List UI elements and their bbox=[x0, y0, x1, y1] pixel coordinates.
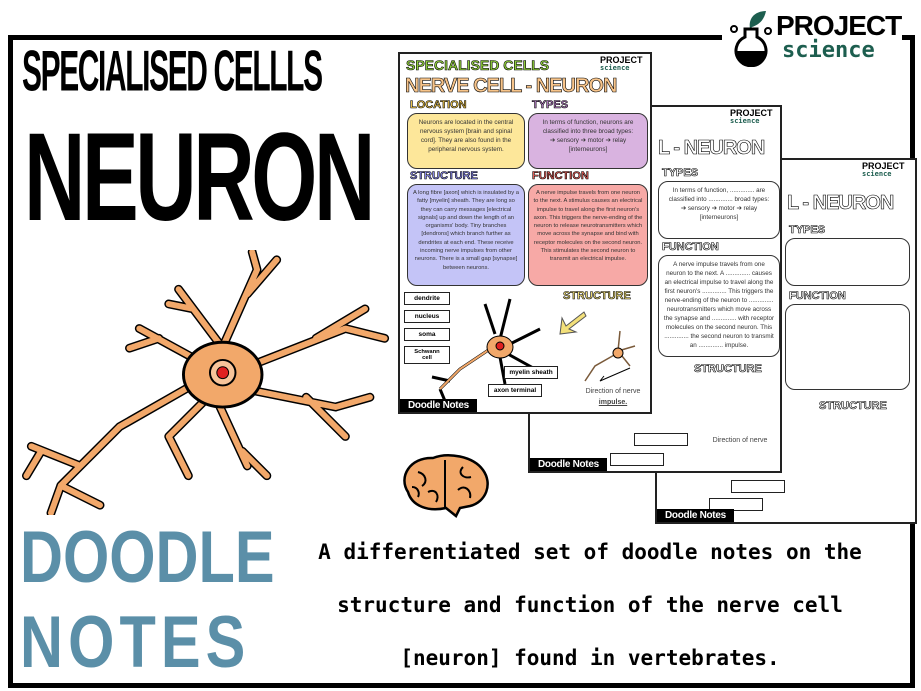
page2-types-heading: TYPES bbox=[662, 167, 699, 180]
page3-title: L - NEURON bbox=[787, 192, 895, 215]
types-list: ➔ sensory ➔ motor ➔ relay [interneurons] bbox=[549, 137, 627, 153]
small-neuron-icon bbox=[584, 330, 636, 382]
page2-structure-heading: STRUCTURE bbox=[694, 363, 762, 376]
page2-types-text: In terms of function, .............. are… bbox=[668, 187, 770, 203]
structure-text: A long fibre [axon] which is insulated b… bbox=[412, 190, 520, 271]
blank-label bbox=[731, 480, 785, 493]
neuron-diagram bbox=[431, 298, 541, 402]
impulse-text: impulse. bbox=[598, 399, 628, 406]
notes-text: NOTES bbox=[20, 601, 251, 683]
page1-footer: Doodle Notes bbox=[400, 399, 477, 412]
function-box: A nerve impulse travels from one neuron … bbox=[528, 184, 648, 286]
location-heading: LOCATION bbox=[410, 99, 467, 112]
types-heading: TYPES bbox=[532, 99, 569, 112]
structure-heading: STRUCTURE bbox=[410, 170, 478, 183]
page2-function-text: A nerve impulse travels from one neuron … bbox=[663, 261, 775, 349]
description-line3: [neuron] found in vertebrates. bbox=[400, 646, 780, 670]
logo-subtext: science bbox=[782, 38, 875, 63]
function-text: A nerve impulse travels from one neuron … bbox=[533, 190, 643, 263]
brain-icon bbox=[403, 454, 489, 518]
types-text: In terms of function, neurons are classi… bbox=[542, 119, 634, 135]
direction-text: Direction of nerve bbox=[585, 388, 641, 395]
title-line2: NEURON bbox=[24, 107, 375, 248]
page2-direction-text: Direction of nerve bbox=[712, 437, 768, 444]
structure-diagram-heading: STRUCTURE bbox=[563, 290, 631, 303]
doodle-text: DOODLE bbox=[20, 516, 275, 598]
location-box: Neurons are located in the central nervo… bbox=[407, 113, 525, 169]
page3-function-box bbox=[785, 304, 910, 390]
description-line1: A differentiated set of doodle notes on … bbox=[318, 540, 862, 564]
function-heading: FUNCTION bbox=[532, 170, 589, 183]
page3-structure-heading: STRUCTURE bbox=[819, 400, 887, 413]
label-myelin-sheath: myelin sheath bbox=[504, 366, 558, 379]
location-text: Neurons are located in the central nervo… bbox=[418, 119, 514, 153]
blank-label bbox=[610, 453, 664, 466]
neuron-illustration bbox=[22, 250, 390, 515]
page2-function-heading: FUNCTION bbox=[662, 241, 719, 254]
logo-text: PROJECT bbox=[776, 10, 902, 41]
arrow-icon bbox=[559, 311, 587, 335]
page2-types-list: ➔ sensory ➔ motor ➔ relay [interneurons] bbox=[680, 205, 758, 221]
label-nucleus: nucleus bbox=[404, 310, 450, 323]
label-axon-terminal: axon terminal bbox=[488, 384, 542, 397]
page3-types-box bbox=[785, 238, 910, 286]
page1-title: NERVE CELL - NEURON bbox=[405, 75, 618, 98]
page2-title: L - NEURON bbox=[658, 137, 766, 160]
page2-footer: Doodle Notes bbox=[530, 458, 607, 471]
page3-footer: Doodle Notes bbox=[657, 509, 734, 522]
page1-subtitle: SPECIALISED CELLS bbox=[406, 57, 550, 74]
page3-function-heading: FUNCTION bbox=[789, 290, 846, 303]
page3-types-heading: TYPES bbox=[789, 224, 826, 237]
label-soma: soma bbox=[404, 328, 450, 341]
page2-types-box: In terms of function, .............. are… bbox=[658, 181, 780, 239]
description-line2: structure and function of the nerve cell bbox=[337, 593, 843, 617]
flask-icon bbox=[730, 11, 772, 67]
types-box: In terms of function, neurons are classi… bbox=[528, 113, 648, 169]
page2-function-box: A nerve impulse travels from one neuron … bbox=[658, 255, 780, 357]
label-dendrite: dendrite bbox=[404, 292, 450, 305]
title-line1: SPECIALISED CELLLS bbox=[22, 40, 323, 104]
structure-box: A long fibre [axon] which is insulated b… bbox=[407, 184, 525, 286]
blank-label bbox=[709, 498, 763, 511]
label-schwann-cell: Schwann cell bbox=[404, 346, 450, 364]
blank-label bbox=[634, 433, 688, 446]
